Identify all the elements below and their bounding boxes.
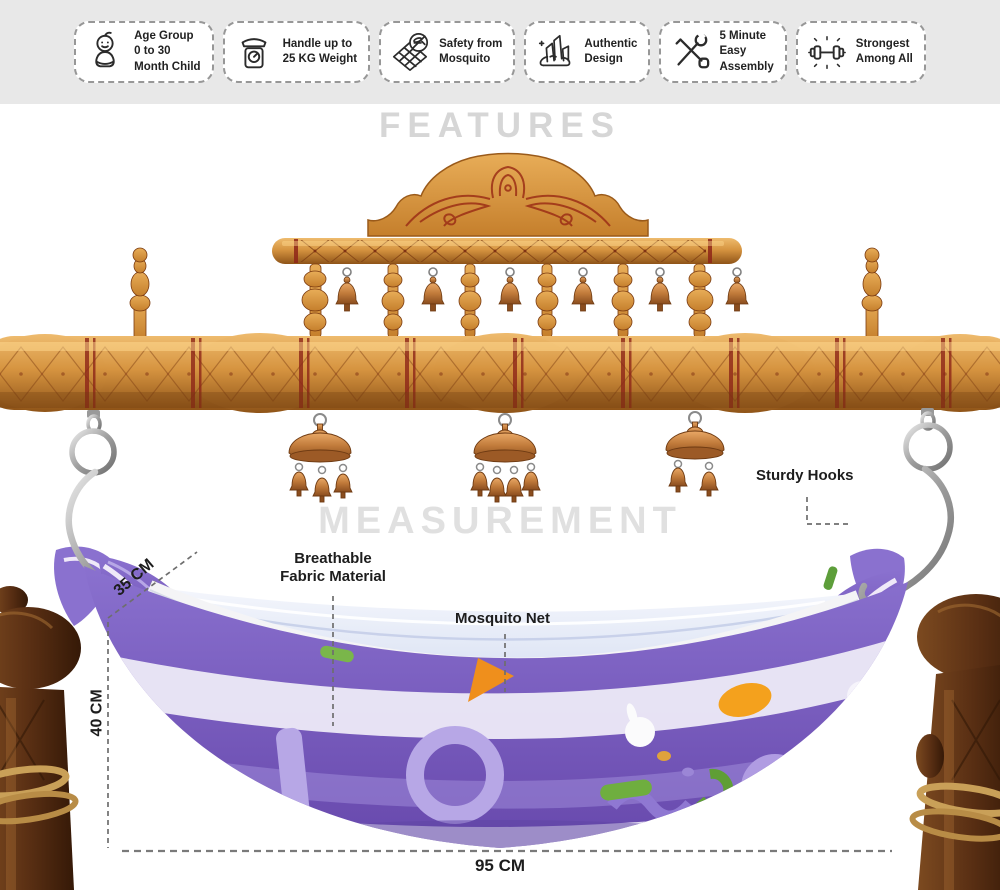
mosquito-net-icon <box>389 31 431 73</box>
features-heading: FEATURES <box>378 106 622 145</box>
badge-strongest-text: Strongest Among All <box>855 37 913 65</box>
badge-age-group: Age Group 0 to 30 Month Child <box>74 21 214 83</box>
spindle-balusters <box>301 263 714 339</box>
badge-age-group-text: Age Group 0 to 30 Month Child <box>134 30 201 73</box>
crystals-icon <box>534 31 576 73</box>
badge-weight-capacity: Handle up to 25 KG Weight <box>222 21 371 83</box>
sturdy-hooks-label: Sturdy Hooks <box>756 467 854 484</box>
measurement-heading: MEASUREMENT <box>318 500 682 542</box>
badge-weight-capacity-text: Handle up to 25 KG Weight <box>282 37 358 65</box>
features-badge-bar: Age Group 0 to 30 Month Child Handle up … <box>0 0 1000 104</box>
dumbbell-icon <box>806 31 848 73</box>
badge-mosquito-safety-text: Safety from Mosquito <box>439 37 503 65</box>
baby-icon <box>84 31 126 73</box>
measurement-lines <box>107 497 892 853</box>
measure-40cm-label: 40 CM <box>88 689 106 737</box>
tools-icon <box>669 31 711 73</box>
left-stool <box>0 586 81 890</box>
right-stool <box>909 594 1000 890</box>
badge-authentic-design-text: Authentic Design <box>584 37 638 65</box>
badge-easy-assembly: 5 Minute Easy Assembly <box>659 21 787 83</box>
crest-carving <box>367 152 649 237</box>
mosquito-net-label: Mosquito Net <box>455 610 550 627</box>
beam-finials <box>129 247 883 341</box>
carved-beam <box>0 333 1000 413</box>
scale-icon <box>233 31 275 73</box>
badge-mosquito-safety: Safety from Mosquito <box>379 21 516 83</box>
hanging-bells-row <box>335 267 749 312</box>
breathable-fabric-label: Breathable Fabric Material <box>280 550 386 585</box>
chime-clusters <box>288 411 725 503</box>
top-rail <box>272 238 742 264</box>
badge-strongest: Strongest Among All <box>795 21 926 83</box>
measure-95cm-label: 95 CM <box>474 856 526 875</box>
badge-authentic-design: Authentic Design <box>524 21 651 83</box>
badge-easy-assembly-text: 5 Minute Easy Assembly <box>719 30 774 73</box>
